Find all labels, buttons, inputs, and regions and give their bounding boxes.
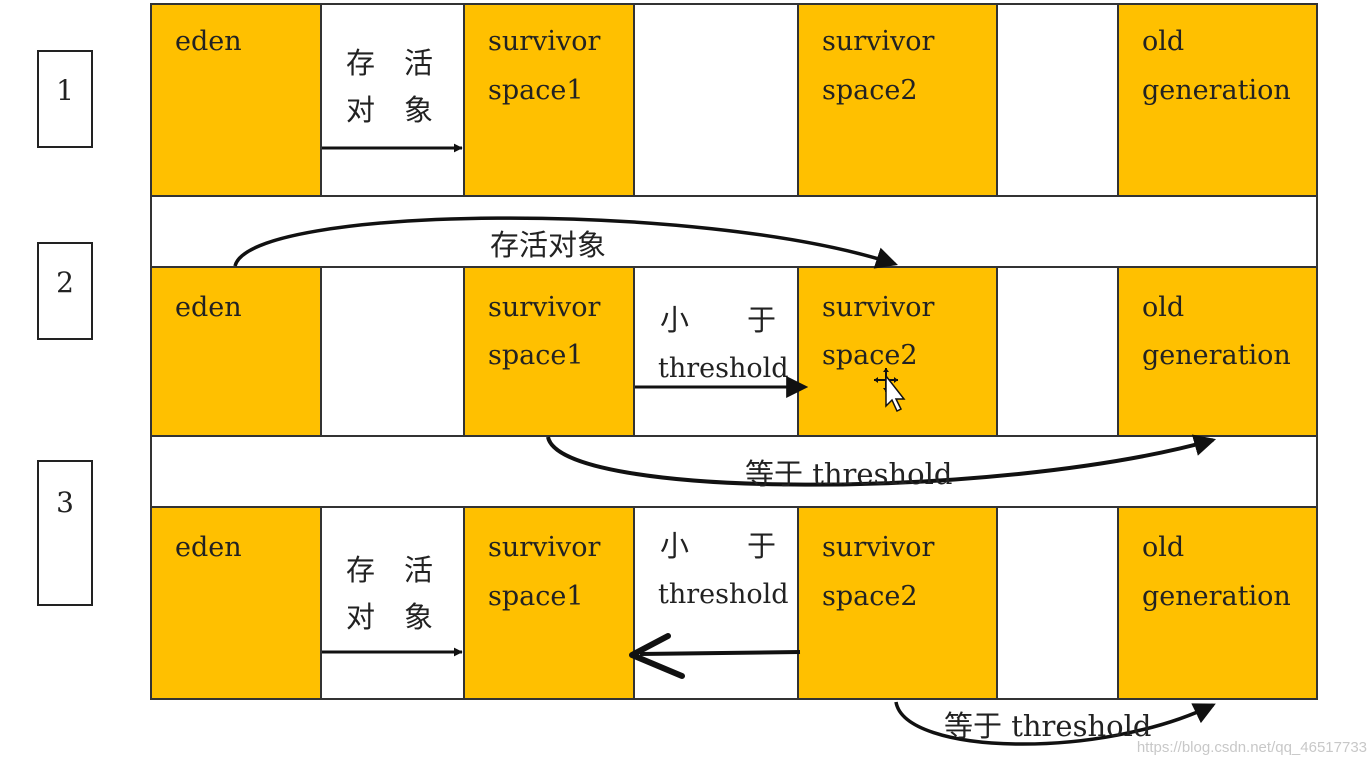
row-2: eden survivor space1 小 于 threshold survi… (150, 266, 1318, 437)
row3-eden-label: eden (175, 532, 242, 563)
s1-to-old-curved-arrow (546, 434, 1217, 487)
row3-survivor1-region (463, 506, 635, 700)
row3-s2-to-s1-arrow (639, 650, 801, 656)
row3-s2-label-b: space2 (822, 581, 918, 612)
row3-eden-region (150, 506, 322, 700)
row2-s2-label-b: space2 (822, 340, 918, 371)
row1-survive-a: 存 活 (346, 46, 433, 80)
mouse-cursor-icon (874, 368, 906, 413)
row3-survive-a: 存 活 (346, 553, 433, 587)
step-1-number: 1 (56, 74, 74, 107)
row3-s1-label-b: space1 (488, 581, 584, 612)
survive-objects-label: 存活对象 (490, 228, 606, 262)
row1-eden-label: eden (175, 26, 242, 57)
row2-old-label-a: old (1142, 292, 1184, 323)
row3-old-label-a: old (1142, 532, 1184, 563)
row3-less-label: 小 于 (660, 529, 776, 563)
row2-old-region (1117, 266, 1318, 437)
row-3: eden 存 活 对 象 survivor space1 小 于 thresho… (150, 506, 1318, 700)
row2-eden-label: eden (175, 292, 242, 323)
row1-gap-a (320, 3, 465, 197)
row1-eden-region (150, 3, 322, 197)
row3-s1-label-a: survivor (488, 532, 601, 563)
row1-survivor1-region (463, 3, 635, 197)
equal-threshold-label-2: 等于 threshold (944, 709, 1151, 743)
row2-gap-b (633, 266, 799, 437)
row3-old-label-b: generation (1142, 581, 1291, 612)
row1-s2-label-a: survivor (822, 26, 935, 57)
step-1-box: 1 (37, 50, 93, 148)
gap-strip-2 (150, 435, 1318, 508)
row1-old-label-b: generation (1142, 75, 1291, 106)
row2-s1-label-b: space1 (488, 340, 584, 371)
step-3-number: 3 (56, 486, 74, 519)
row1-s2-label-b: space2 (822, 75, 918, 106)
row1-old-region (1117, 3, 1318, 197)
row2-less-label: 小 于 (660, 303, 776, 337)
row3-s2-to-s1-arrowhead (629, 633, 685, 679)
row1-gap-b (633, 3, 799, 197)
eden-to-s2-curved-arrow (233, 216, 898, 269)
row3-gap-c (996, 506, 1119, 700)
step-2-box: 2 (37, 242, 93, 340)
source-watermark: https://blog.csdn.net/qq_46517733 (1136, 739, 1367, 756)
row2-threshold-label: threshold (658, 353, 789, 384)
row2-old-label-b: generation (1142, 340, 1291, 371)
row1-old-label-a: old (1142, 26, 1184, 57)
row3-threshold-label: threshold (658, 579, 789, 610)
row2-s2-label-a: survivor (822, 292, 935, 323)
step-3-box: 3 (37, 460, 93, 606)
row3-s2-label-a: survivor (822, 532, 935, 563)
row2-s1-label-a: survivor (488, 292, 601, 323)
equal-threshold-label-1: 等于 threshold (745, 457, 952, 491)
row3-survivor2-region (797, 506, 998, 700)
row1-gap-c (996, 3, 1119, 197)
row2-eden-region (150, 266, 322, 437)
row3-old-region (1117, 506, 1318, 700)
step-2-number: 2 (56, 266, 74, 299)
row1-s1-label-a: survivor (488, 26, 601, 57)
row2-gap-a (320, 266, 465, 437)
row2-survivor1-region (463, 266, 635, 437)
s2-to-old-curved-arrow (894, 701, 1216, 746)
row2-gap-c (996, 266, 1119, 437)
row-1: eden 存 活 对 象 survivor space1 survivor sp… (150, 3, 1318, 197)
row3-survive-b: 对 象 (346, 600, 433, 634)
row1-s1-label-b: space1 (488, 75, 584, 106)
row1-survive-b: 对 象 (346, 93, 433, 127)
